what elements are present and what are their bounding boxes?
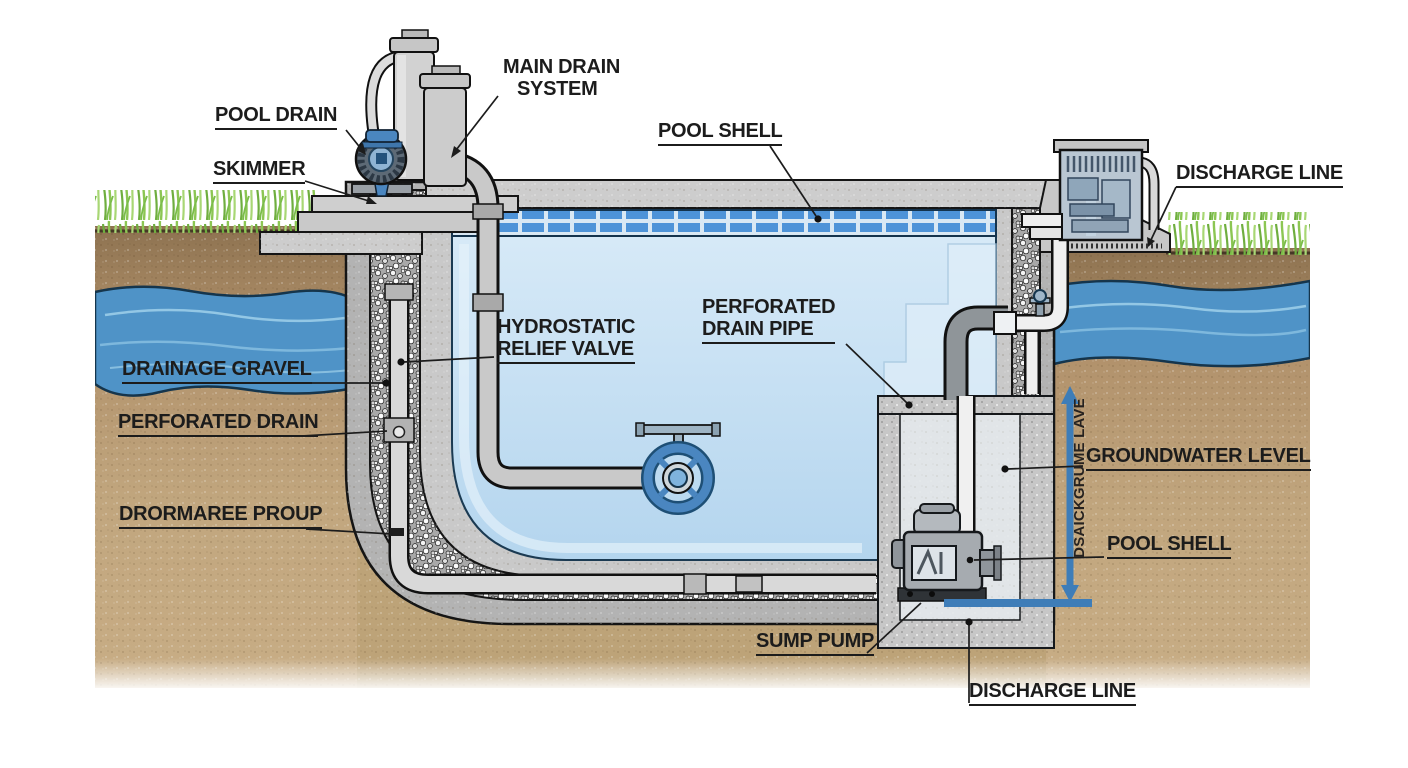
tile-band	[451, 209, 997, 237]
groundwater-band-right	[1052, 279, 1312, 368]
pit-inlet-pipe	[943, 305, 1008, 400]
label-main-drain-system: MAIN DRAIN SYSTEM	[503, 56, 620, 100]
label-skimmer: SKIMMER	[213, 158, 306, 184]
label-sump-pump: SUMP PUMP	[756, 630, 874, 656]
ground-fade	[0, 658, 1408, 692]
label-pool-shell-top: POOL SHELL	[658, 120, 783, 146]
label-pool-shell-right: POOL SHELL	[1107, 533, 1232, 559]
pool-drain-equipment	[351, 29, 471, 197]
label-perforated-drain-pipe: PERFORATED DRAIN PIPE	[702, 296, 836, 344]
discharge-piping	[956, 238, 1069, 546]
label-hydrostatic-relief-valve: HYDROSTATIC RELIEF VALVE	[497, 316, 635, 364]
hydrostatic-relief-pipe	[447, 150, 650, 490]
grass-right	[1166, 212, 1310, 255]
pool-structure	[344, 180, 1056, 626]
perforated-drain-pipe	[383, 283, 876, 595]
discharge-equipment-box	[1021, 139, 1160, 242]
label-pool-drain: POOL DRAIN	[215, 104, 338, 130]
sump-pump	[891, 503, 1002, 602]
small-valve	[1035, 303, 1045, 317]
hydrostatic-relief-valve	[635, 422, 721, 515]
label-discharge-line-top: DISCHARGE LINE	[1176, 162, 1343, 188]
grass-left	[95, 190, 316, 233]
label-discharge-line-bottom: DISCHARGE LINE	[969, 680, 1136, 706]
discharge-flow-line	[944, 599, 1092, 607]
label-groundwater-level: GROUNDWATER LEVEL	[1086, 445, 1311, 471]
filter-tank-2	[423, 87, 467, 187]
label-drainage-group: DRORMAREE PROUP	[119, 503, 323, 529]
label-vertical-gauge: DSAICKGRUME LAVE	[1071, 398, 1088, 558]
label-drainage-gravel: DRAINAGE GRAVEL	[122, 358, 312, 384]
label-perforated-drain: PERFORATED DRAIN	[118, 411, 319, 437]
leader-lines	[294, 95, 1177, 703]
